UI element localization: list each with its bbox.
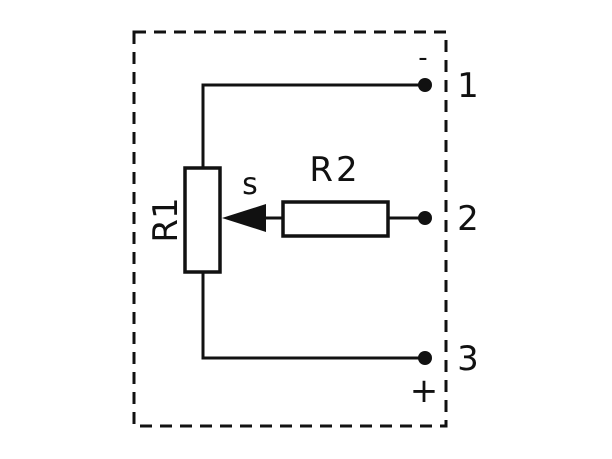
r2-resistor [281, 200, 390, 238]
dashed-enclosure [132, 30, 448, 428]
terminal-1-polarity: - [418, 43, 427, 73]
terminal-2-number: 2 [457, 199, 479, 239]
terminal-1-dot [418, 78, 432, 92]
r1-label: R1 [146, 197, 186, 242]
terminal-1-number: 1 [457, 66, 479, 106]
wire-top [201, 83, 425, 168]
terminal-3-dot [418, 351, 432, 365]
r1-resistor [183, 166, 222, 274]
terminal-2-dot [418, 211, 432, 225]
wiper-label: s [242, 167, 258, 202]
terminal-3-number: 3 [457, 339, 479, 379]
terminal-3-polarity: + [410, 371, 439, 411]
wiper-arrow [222, 204, 266, 232]
r2-label: R2 [309, 150, 360, 190]
wire-bottom [201, 272, 425, 360]
